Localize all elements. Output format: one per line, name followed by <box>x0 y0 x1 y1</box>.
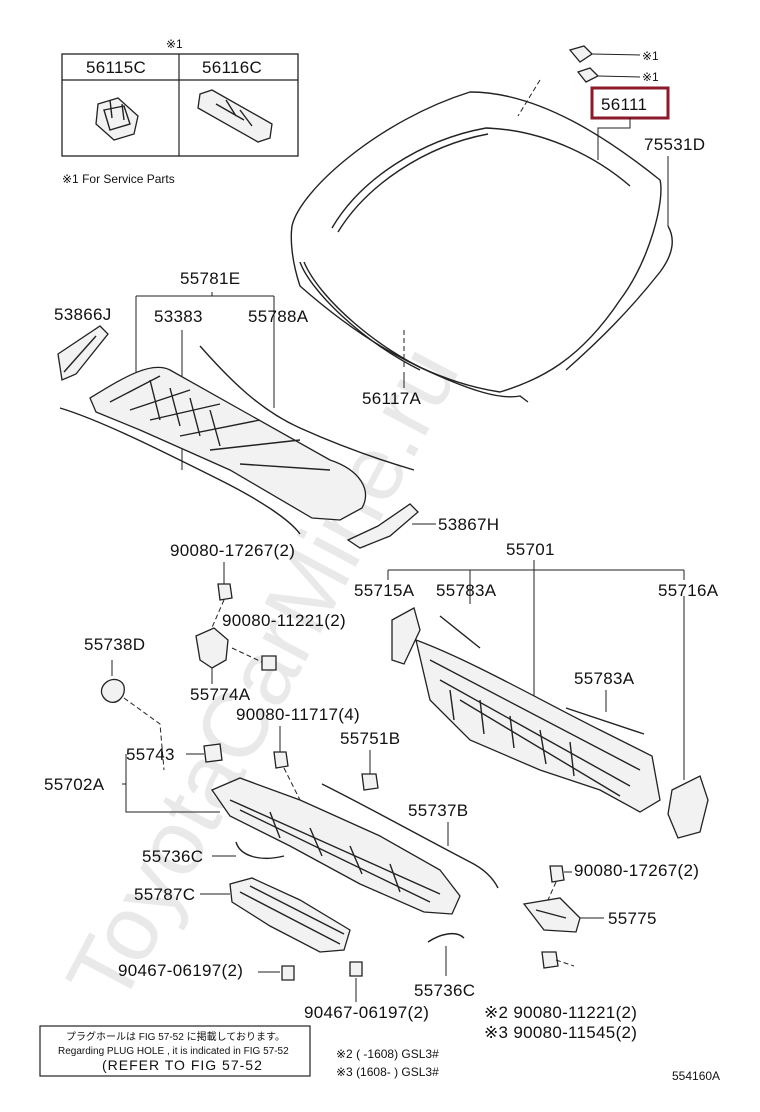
cowl-panel-55701 <box>391 607 709 839</box>
cowl-panel-outer-55702A <box>211 777 461 915</box>
part-label-55783A-upper[interactable]: 55783A <box>436 581 497 600</box>
bracket-55787C <box>229 877 351 953</box>
grommet-55738D <box>100 678 125 703</box>
part-label-55781E[interactable]: 55781E <box>180 269 240 288</box>
part-label-55751B[interactable]: 55751B <box>340 729 400 748</box>
seal-55737B <box>321 783 499 889</box>
part-label-55701[interactable]: 55701 <box>506 540 555 559</box>
reference-line-en: Regarding PLUG HOLE , it is indicated in… <box>58 1046 289 1057</box>
part-label-56116C: 56116C <box>202 58 262 77</box>
note-3: ※3 (1608- ) GSL3# <box>336 1065 439 1079</box>
bracket-55774A <box>195 627 229 669</box>
part-label-90467-06197-center[interactable]: 90467-06197(2) <box>304 1003 429 1022</box>
part-label-90080-11221-upper[interactable]: 90080-11221(2) <box>222 611 346 630</box>
part-label-55702A[interactable]: 55702A <box>44 775 105 794</box>
highlighted-part-56111[interactable]: 56111 <box>590 86 670 160</box>
seal-55736c-right <box>427 932 465 943</box>
part-label-55737B[interactable]: 55737B <box>408 801 468 820</box>
part-label-55775[interactable]: 55775 <box>608 909 657 928</box>
part-label-75531D[interactable]: 75531D <box>644 135 705 154</box>
reference-line-ref[interactable]: (REFER TO FIG 57-52 <box>102 1057 263 1073</box>
part-label-90467-06197-left[interactable]: 90467-06197(2) <box>118 961 243 980</box>
part-label-55736C-right[interactable]: 55736C <box>414 981 475 1000</box>
clip-56116c-drawing <box>197 89 273 143</box>
clip-56115c-drawing <box>95 97 139 141</box>
cowl-side-bracket-53867H <box>346 503 419 549</box>
service-parts-box: ※1 56115C 56116C ※1 For Service Parts <box>61 37 299 186</box>
seal-55736c-left <box>235 841 285 860</box>
part-label-90080-17267-upper[interactable]: 90080-17267(2) <box>170 541 295 560</box>
diagram-id: 554160A <box>672 1069 720 1083</box>
mark-1-top: ※1 <box>642 49 659 63</box>
part-label-56111[interactable]: 56111 <box>601 95 647 114</box>
reference-line-jp: プラグホールは FIG 57-52 に掲載しております。 <box>66 1030 285 1043</box>
cowl-ventilator-louver <box>57 325 415 535</box>
part-label-55738D[interactable]: 55738D <box>84 635 145 654</box>
service-note-mark: ※1 <box>166 37 183 51</box>
top-clips: ※1 ※1 <box>568 45 659 84</box>
part-label-55736C-left[interactable]: 55736C <box>142 847 203 866</box>
reference-box: プラグホールは FIG 57-52 に掲載しております。 Regarding P… <box>39 1025 311 1077</box>
part-label-90080-11545[interactable]: ※3 90080-11545(2) <box>484 1023 637 1042</box>
part-label-55783A-lower[interactable]: 55783A <box>574 669 635 688</box>
part-label-90080-17267-lower[interactable]: 90080-17267(2) <box>574 861 699 880</box>
part-label-55787C[interactable]: 55787C <box>134 885 195 904</box>
mark-1-second: ※1 <box>642 70 659 84</box>
service-footnote: ※1 For Service Parts <box>62 172 175 186</box>
part-label-53866J[interactable]: 53866J <box>54 305 112 324</box>
part-label-53383[interactable]: 53383 <box>154 307 203 326</box>
part-label-55774A[interactable]: 55774A <box>190 685 251 704</box>
part-label-56117A[interactable]: 56117A <box>362 389 422 408</box>
part-label-55715A[interactable]: 55715A <box>354 581 415 600</box>
part-label-90080-11221-lower[interactable]: ※2 90080-11221(2) <box>484 1003 637 1022</box>
part-label-53867H[interactable]: 53867H <box>438 515 499 534</box>
part-label-55788A[interactable]: 55788A <box>248 307 309 326</box>
part-label-55716A[interactable]: 55716A <box>658 581 719 600</box>
bracket-55775 <box>522 897 581 933</box>
note-2: ※2 ( -1608) GSL3# <box>336 1047 439 1061</box>
windshield-glass <box>290 79 673 403</box>
part-label-56115C: 56115C <box>86 58 146 77</box>
part-label-55743[interactable]: 55743 <box>126 745 175 764</box>
part-label-90080-11717[interactable]: 90080-11717(4) <box>236 705 360 724</box>
